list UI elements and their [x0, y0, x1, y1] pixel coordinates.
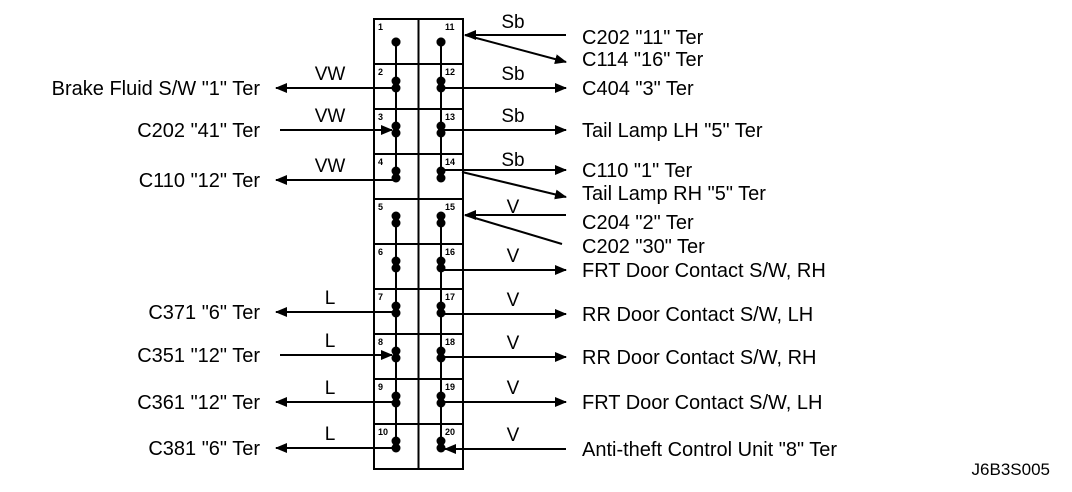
- left-terminal-label: C351 "12" Ter: [137, 345, 260, 367]
- left-terminal-label: C361 "12" Ter: [137, 392, 260, 414]
- pin-number: 20: [445, 427, 455, 437]
- pin-number: 12: [445, 67, 455, 77]
- left-wire-color: L: [325, 424, 336, 445]
- right-terminal-label: C404 "3" Ter: [582, 78, 694, 100]
- right-wire-branch: [464, 214, 563, 245]
- pin-number: 6: [378, 247, 383, 257]
- pin-dot: [436, 211, 446, 221]
- left-wire-color: L: [325, 288, 336, 309]
- pin-dot: [436, 76, 446, 86]
- pin-number: 19: [445, 382, 455, 392]
- pin-dot: [436, 436, 446, 446]
- pin-number: 13: [445, 112, 455, 122]
- pin-number: 8: [378, 337, 383, 347]
- pin-number: 3: [378, 112, 383, 122]
- pin-dot: [391, 37, 401, 47]
- pin-dot: [436, 173, 446, 183]
- left-terminal-label: C381 "6" Ter: [148, 438, 260, 460]
- left-wire-color: VW: [315, 64, 346, 85]
- right-wire-color: V: [507, 333, 520, 354]
- left-terminal-label: Brake Fluid S/W "1" Ter: [52, 78, 261, 100]
- left-wire-color: VW: [315, 156, 346, 177]
- pin-dot: [391, 211, 401, 221]
- pin-dot: [436, 37, 446, 47]
- pin-dot: [436, 346, 446, 356]
- pin-number: 11: [445, 22, 455, 32]
- right-wire-color: Sb: [501, 12, 524, 33]
- left-wire-color: L: [325, 331, 336, 352]
- pin-dot: [391, 263, 401, 273]
- left-terminal-label: C202 "41" Ter: [137, 120, 260, 142]
- pin-dot: [391, 256, 401, 266]
- pin-number: 7: [378, 292, 383, 302]
- right-terminal-label: RR Door Contact S/W, RH: [582, 347, 817, 369]
- pin-number: 2: [378, 67, 383, 77]
- right-terminal-label: FRT Door Contact S/W, LH: [582, 392, 822, 414]
- pin-number: 15: [445, 202, 455, 212]
- right-wire-color: Sb: [501, 64, 524, 85]
- pin-number: 16: [445, 247, 455, 257]
- pin-dot: [391, 353, 401, 363]
- pin-dot: [391, 166, 401, 176]
- pin-dot: [391, 128, 401, 138]
- pin-number: 14: [445, 157, 455, 167]
- right-wire-color: V: [507, 246, 520, 267]
- right-wire-color: V: [507, 290, 520, 311]
- pin-number: 10: [378, 427, 388, 437]
- pin-dot: [391, 301, 401, 311]
- left-wire-color: VW: [315, 106, 346, 127]
- right-wire-color: V: [507, 197, 520, 218]
- right-terminal-label: C202 "11" Ter: [582, 27, 704, 49]
- right-terminal-label: C114 "16" Ter: [582, 49, 704, 71]
- pin-dot: [436, 391, 446, 401]
- pin-number: 17: [445, 292, 455, 302]
- pin-dot: [436, 301, 446, 311]
- pin-dot: [436, 121, 446, 131]
- pin-dot: [391, 121, 401, 131]
- right-wire-arrow: [461, 171, 567, 200]
- pin-dot: [391, 76, 401, 86]
- figure-code: J6B3S005: [972, 460, 1050, 479]
- right-wire-color: V: [507, 425, 520, 446]
- right-terminal-label: C110 "1" Ter: [582, 160, 693, 182]
- pin-number: 5: [378, 202, 383, 212]
- pin-number: 9: [378, 382, 383, 392]
- pin-dot: [436, 256, 446, 266]
- right-wire-arrow: [464, 34, 567, 64]
- left-terminal-label: C110 "12" Ter: [139, 170, 261, 192]
- right-terminal-label: C204 "2" Ter: [582, 212, 694, 234]
- right-terminal-label: FRT Door Contact S/W, RH: [582, 260, 826, 282]
- pin-number: 18: [445, 337, 455, 347]
- right-terminal-label: C202 "30" Ter: [582, 236, 705, 258]
- pin-dot: [391, 391, 401, 401]
- pin-dot: [391, 436, 401, 446]
- right-terminal-label: RR Door Contact S/W, LH: [582, 304, 813, 326]
- pin-dot: [436, 218, 446, 228]
- pin-dot: [391, 346, 401, 356]
- right-wire-color: Sb: [501, 106, 524, 127]
- right-terminal-label: Tail Lamp RH "5" Ter: [582, 183, 766, 205]
- right-terminal-label: Tail Lamp LH "5" Ter: [582, 120, 763, 142]
- left-terminal-label: C371 "6" Ter: [148, 302, 260, 324]
- right-terminal-label: Anti-theft Control Unit "8" Ter: [582, 439, 837, 461]
- right-wire-color: V: [507, 378, 520, 399]
- right-wire-color: Sb: [501, 150, 524, 171]
- pin-number: 4: [378, 157, 383, 167]
- pin-dot: [436, 443, 446, 453]
- pin-dot: [391, 218, 401, 228]
- connector-row-dividers: [374, 63, 463, 425]
- left-wire-color: L: [325, 378, 336, 399]
- pin-number: 1: [378, 22, 383, 32]
